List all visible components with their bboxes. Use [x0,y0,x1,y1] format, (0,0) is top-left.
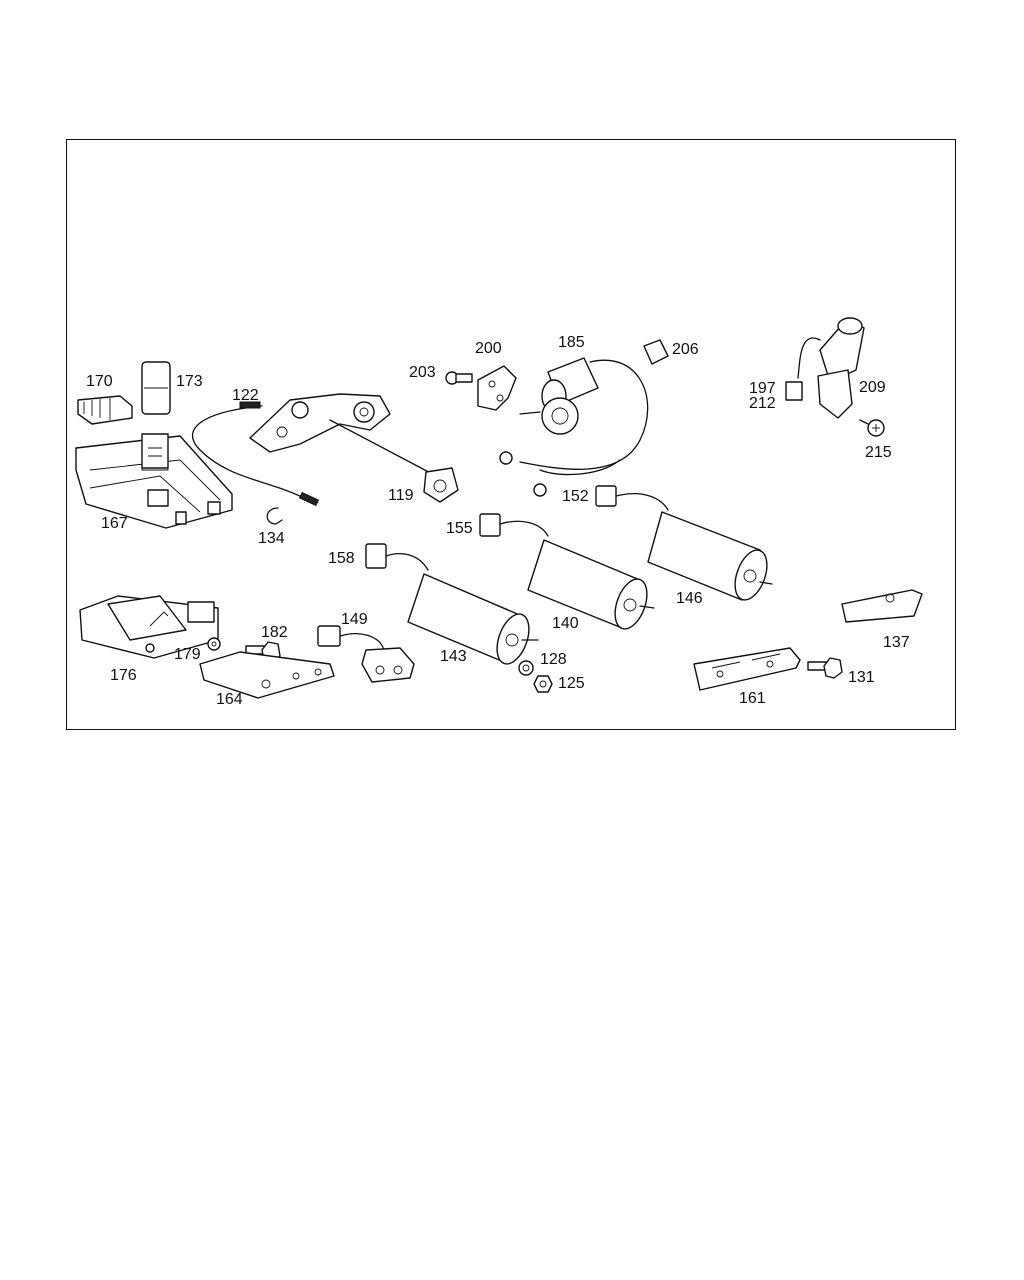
label-137: 137 [883,634,910,651]
part-number-labels: 170 173 122 167 134 119 200 185 203 206 … [86,334,910,708]
part-185-motor[interactable] [499,357,649,497]
label-128: 128 [540,651,567,668]
label-173: 173 [176,373,203,390]
part-131-bolt[interactable] [807,657,843,679]
part-146-motor-cylinder[interactable] [647,511,773,604]
label-158: 158 [328,550,355,567]
part-170-switch[interactable] [77,395,133,425]
part-161-rail-bracket[interactable] [693,647,801,691]
label-176: 176 [110,667,137,684]
label-203: 203 [409,364,436,381]
label-143: 143 [440,648,467,665]
label-125: 125 [558,675,585,692]
label-167: 167 [101,515,128,532]
part-125-nut[interactable] [533,675,553,693]
label-161: 161 [739,690,766,707]
label-170: 170 [86,373,113,390]
label-200: 200 [475,340,502,357]
label-179: 179 [174,646,201,663]
label-152: 152 [562,488,589,505]
label-140: 140 [552,615,579,632]
part-215-screw[interactable] [859,419,885,437]
part-200-bracket[interactable] [477,365,517,411]
part-173-cover[interactable] [141,361,171,415]
part-179-grommet[interactable] [207,637,221,651]
part-137-bracket[interactable] [841,589,923,623]
part-152-connector[interactable] [595,485,669,511]
label-197: 197 [749,380,776,397]
part-176-control-unit[interactable] [79,595,219,659]
part-155-connector[interactable] [479,513,549,537]
label-149: 149 [341,611,368,628]
part-209-motor[interactable] [785,317,865,419]
label-185: 185 [558,334,585,351]
part-140-motor-cylinder[interactable] [527,539,655,633]
part-143-motor-cylinder[interactable] [407,573,539,668]
label-215: 215 [865,444,892,461]
part-164-mounting-bracket[interactable] [199,651,335,699]
label-134: 134 [258,530,285,547]
part-128-washer[interactable] [518,660,534,676]
label-119: 119 [388,487,414,504]
label-206: 206 [672,341,699,358]
part-149-connector-harness[interactable] [317,625,415,683]
label-155: 155 [446,520,473,537]
part-122-cable[interactable] [191,401,320,507]
part-119-adjuster-mechanism[interactable] [249,393,459,503]
label-209: 209 [859,379,886,396]
part-158-connector[interactable] [365,543,429,571]
label-212: 212 [749,395,776,412]
label-146: 146 [676,590,703,607]
label-182: 182 [261,624,288,641]
label-122: 122 [232,387,259,404]
label-131: 131 [848,669,875,686]
part-167-base-plate[interactable] [75,433,233,529]
part-134-clip[interactable] [266,507,283,525]
label-164: 164 [216,691,243,708]
part-206-clip[interactable] [643,339,669,365]
part-203-bolt[interactable] [445,371,473,385]
